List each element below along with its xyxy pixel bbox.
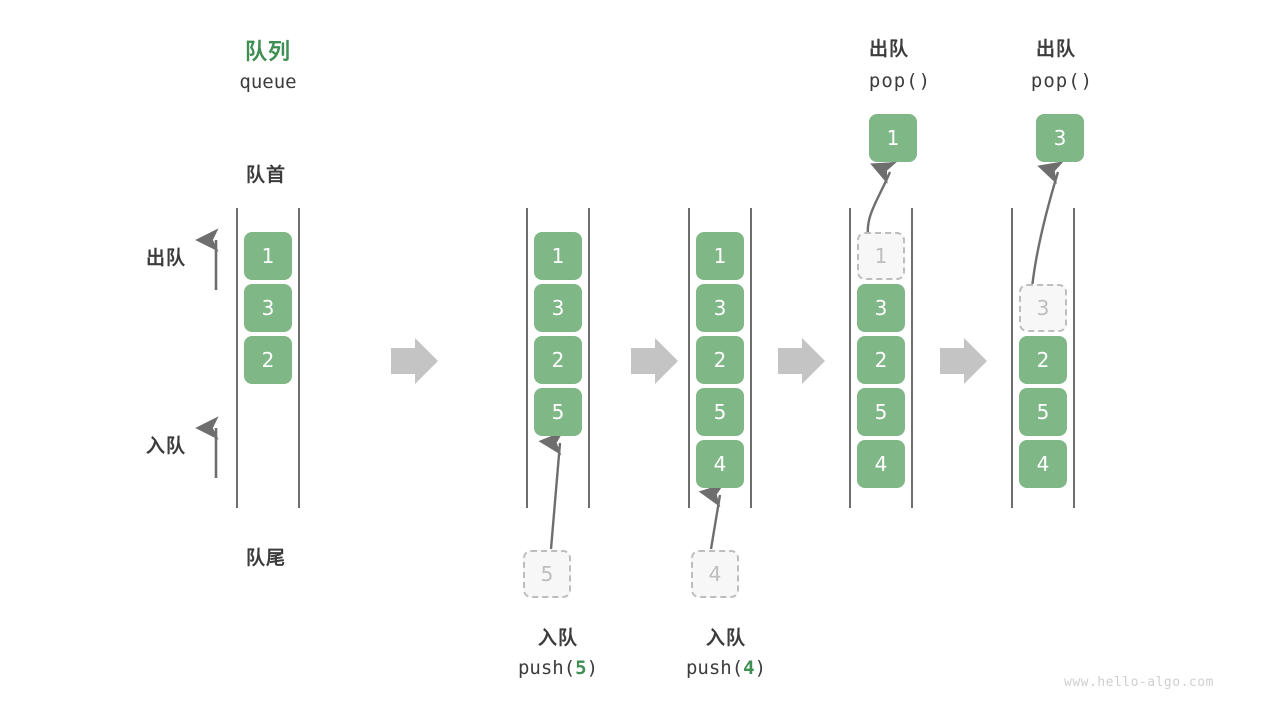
pop-arrow-col-5 bbox=[1030, 161, 1064, 289]
site-watermark: www.hello-algo.com bbox=[1064, 675, 1214, 690]
queue-cell: 1 bbox=[244, 232, 292, 280]
incoming-ghost-cell: 5 bbox=[523, 550, 571, 598]
push-code-value: 4 bbox=[743, 657, 755, 679]
queue-cell: 5 bbox=[1019, 388, 1067, 436]
outgoing-ghost-cell: 3 bbox=[1019, 284, 1067, 332]
pop-caption-code: pop() bbox=[868, 70, 932, 92]
push-code-suffix: ) bbox=[586, 657, 599, 679]
push-code-suffix: ) bbox=[754, 657, 767, 679]
queue-cell: 2 bbox=[244, 336, 292, 384]
queue-cell: 1 bbox=[534, 232, 582, 280]
queue-cell: 2 bbox=[1019, 336, 1067, 384]
step-arrow-2 bbox=[631, 338, 678, 384]
pop-caption-code: pop() bbox=[1030, 70, 1094, 92]
push-caption-cn: 入队 bbox=[705, 628, 747, 649]
push-code-prefix: push( bbox=[685, 657, 744, 679]
step-arrow-1 bbox=[391, 338, 438, 384]
queue-cell: 5 bbox=[696, 388, 744, 436]
queue-cell: 5 bbox=[534, 388, 582, 436]
popped-value-cell: 3 bbox=[1036, 114, 1084, 162]
queue-tail-label: 队尾 bbox=[245, 548, 287, 569]
diagram-title-en: queue bbox=[239, 71, 297, 93]
queue-cell: 3 bbox=[857, 284, 905, 332]
step-arrow-3 bbox=[778, 338, 825, 384]
pop-arrow-col-4 bbox=[866, 161, 897, 236]
queue-cell: 3 bbox=[696, 284, 744, 332]
queue-head-label: 队首 bbox=[245, 165, 287, 186]
enqueue-legend-label: 入队 bbox=[146, 436, 187, 457]
queue-cell: 4 bbox=[696, 440, 744, 488]
outgoing-ghost-cell: 1 bbox=[857, 232, 905, 280]
queue-cell: 3 bbox=[244, 284, 292, 332]
queue-cell: 4 bbox=[1019, 440, 1067, 488]
push-caption-code: push(4) bbox=[686, 657, 766, 679]
pop-caption-cn: 出队 bbox=[1035, 39, 1077, 60]
popped-value-cell: 1 bbox=[869, 114, 917, 162]
push-caption-code: push(5) bbox=[518, 657, 598, 679]
queue-cell: 2 bbox=[534, 336, 582, 384]
push-arrow-col-3 bbox=[698, 483, 725, 550]
queue-cell: 1 bbox=[696, 232, 744, 280]
push-arrow-col-2 bbox=[538, 431, 564, 550]
dequeue-legend-label: 出队 bbox=[146, 248, 187, 269]
pop-caption-cn: 出队 bbox=[868, 39, 910, 60]
push-code-prefix: push( bbox=[517, 657, 576, 679]
push-caption-cn: 入队 bbox=[537, 628, 579, 649]
queue-cell: 2 bbox=[857, 336, 905, 384]
queue-cell: 5 bbox=[857, 388, 905, 436]
queue-cell: 4 bbox=[857, 440, 905, 488]
queue-cell: 2 bbox=[696, 336, 744, 384]
incoming-ghost-cell: 4 bbox=[691, 550, 739, 598]
diagram-title-cn: 队列 bbox=[244, 39, 292, 64]
step-arrow-4 bbox=[940, 338, 987, 384]
queue-cell: 3 bbox=[534, 284, 582, 332]
push-code-value: 5 bbox=[575, 657, 587, 679]
